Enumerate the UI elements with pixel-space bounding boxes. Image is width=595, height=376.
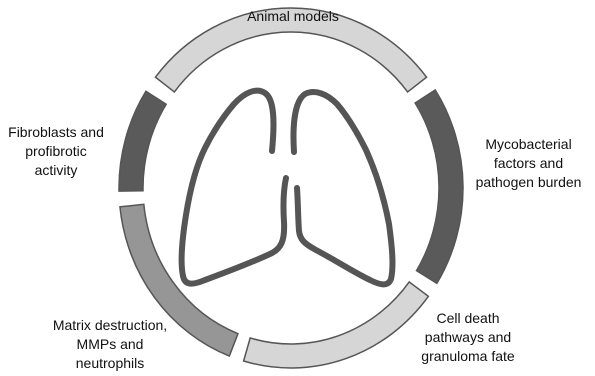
label-cell-death-pathways: Cell death pathways and granuloma fate <box>393 309 543 366</box>
label-matrix-destruction: Matrix destruction, MMPs and neutrophils <box>30 316 190 373</box>
ring-segment-fibroblasts <box>119 91 166 191</box>
left-lung <box>182 91 286 284</box>
lungs-icon <box>182 91 393 285</box>
label-animal-models: Animal models <box>198 7 388 26</box>
label-fibroblasts: Fibroblasts and profibrotic activity <box>0 123 112 180</box>
label-mycobacterial-factors: Mycobacterial factors and pathogen burde… <box>462 135 595 192</box>
right-lung <box>293 92 392 284</box>
ring-segment-mycobacterial <box>415 90 463 283</box>
